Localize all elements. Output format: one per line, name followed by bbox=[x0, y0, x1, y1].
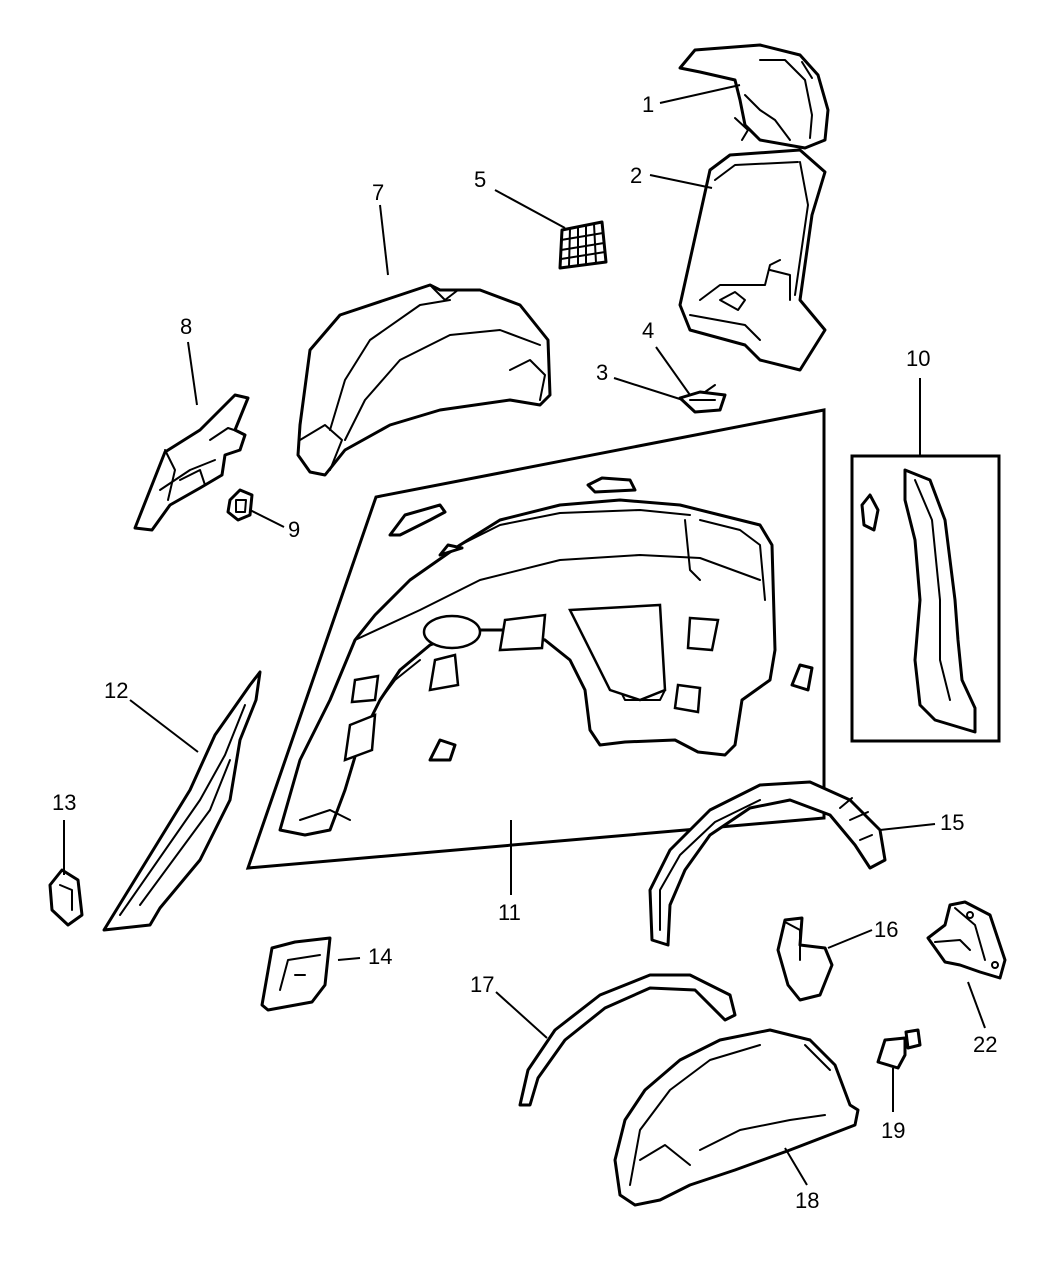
part-1 bbox=[678, 43, 830, 150]
part-17 bbox=[518, 973, 737, 1107]
part-8 bbox=[133, 393, 250, 532]
callout-22: 22 bbox=[973, 1032, 997, 1057]
part-10 bbox=[850, 454, 1001, 743]
callout-10: 10 bbox=[906, 346, 930, 371]
part-7 bbox=[296, 283, 552, 477]
callout-7: 7 bbox=[372, 180, 384, 205]
part-22 bbox=[926, 900, 1007, 980]
callout-5: 5 bbox=[474, 167, 486, 192]
callout-2: 2 bbox=[630, 163, 642, 188]
callout-1: 1 bbox=[642, 92, 654, 117]
callout-15: 15 bbox=[940, 810, 964, 835]
callout-18: 18 bbox=[795, 1188, 819, 1213]
callout-11: 11 bbox=[498, 900, 521, 925]
part-9 bbox=[226, 488, 254, 522]
callout-19: 19 bbox=[881, 1118, 905, 1143]
part-19 bbox=[876, 1028, 922, 1070]
callout-12: 12 bbox=[104, 678, 128, 703]
part-2 bbox=[678, 148, 827, 372]
callout-4: 4 bbox=[642, 318, 654, 343]
callout-8: 8 bbox=[180, 314, 192, 339]
callout-16: 16 bbox=[874, 917, 898, 942]
callout-labels: 1 2 3 4 5 7 8 9 10 11 12 13 14 15 16 17 … bbox=[52, 92, 997, 1213]
callout-17: 17 bbox=[470, 972, 494, 997]
part-12 bbox=[102, 670, 262, 932]
part-13 bbox=[48, 868, 84, 927]
leader-lines bbox=[63, 84, 986, 1186]
part-3-4 bbox=[678, 384, 727, 414]
callout-9: 9 bbox=[288, 517, 300, 542]
callout-14: 14 bbox=[368, 944, 392, 969]
part-5 bbox=[558, 220, 608, 270]
part-14 bbox=[260, 936, 332, 1012]
part-16 bbox=[776, 916, 834, 1002]
part-15 bbox=[648, 780, 887, 947]
part-18 bbox=[613, 1028, 860, 1207]
callout-13: 13 bbox=[52, 790, 76, 815]
part-11 bbox=[278, 476, 814, 837]
callout-3: 3 bbox=[596, 360, 608, 385]
